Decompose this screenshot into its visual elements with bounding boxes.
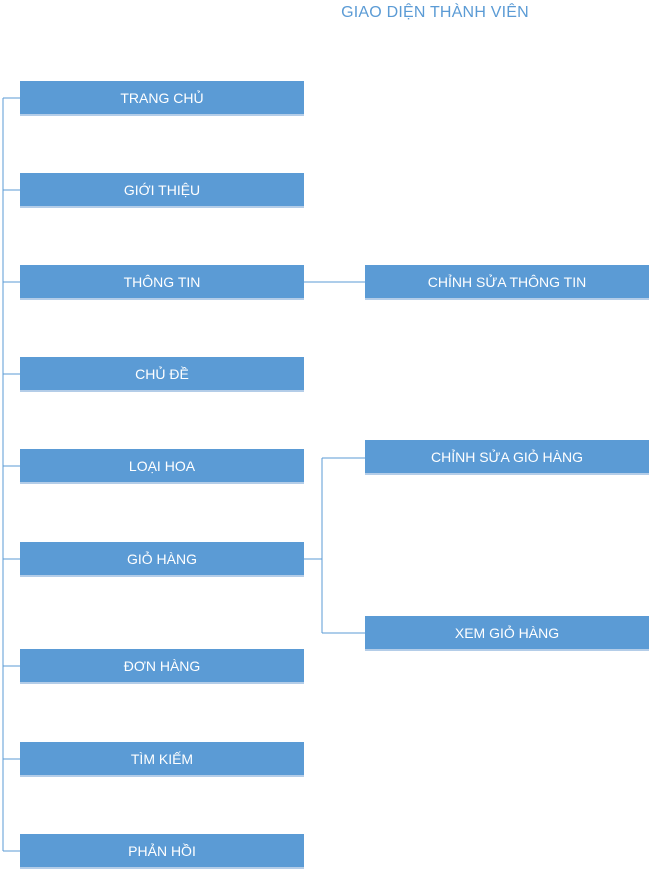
node-gio-hang: GIỎ HÀNG (20, 542, 304, 577)
node-xem-gio-hang: XEM GIỎ HÀNG (365, 616, 649, 651)
node-chinh-sua-thong-tin: CHỈNH SỬA THÔNG TIN (365, 265, 649, 300)
node-thong-tin: THÔNG TIN (20, 265, 304, 300)
node-tim-kiem: TÌM KIẾM (20, 742, 304, 777)
node-trang-chu: TRANG CHỦ (20, 81, 304, 116)
node-don-hang: ĐƠN HÀNG (20, 649, 304, 684)
node-phan-hoi: PHẢN HỒI (20, 834, 304, 869)
node-gioi-thieu: GIỚI THIỆU (20, 173, 304, 208)
node-chinh-sua-gio-hang: CHỈNH SỬA GIỎ HÀNG (365, 440, 649, 475)
diagram-title: GIAO DIỆN THÀNH VIÊN (341, 4, 529, 21)
node-chu-de: CHỦ ĐỀ (20, 357, 304, 392)
node-loai-hoa: LOẠI HOA (20, 449, 304, 484)
